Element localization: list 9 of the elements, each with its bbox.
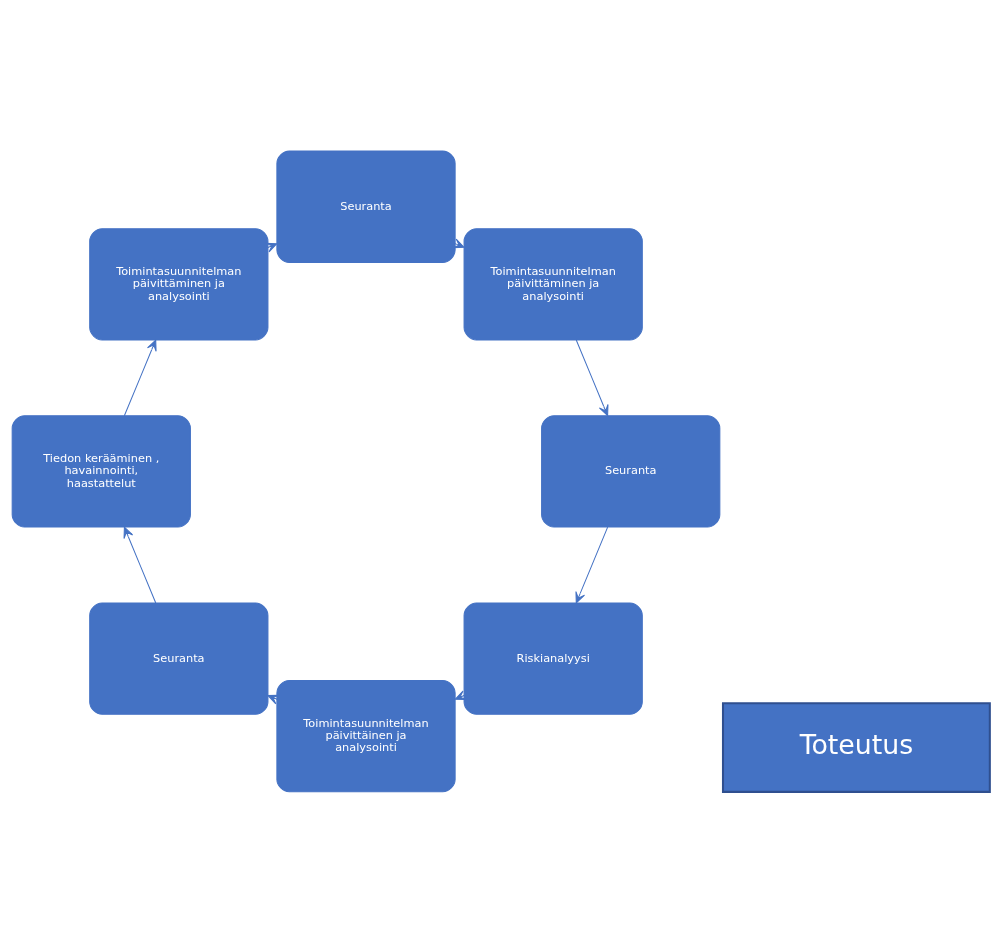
node-box: Toimintasuunnitelman päivittäminen ja analysointi [463,228,643,341]
node-box: Toteutus [721,702,991,793]
arrow [123,526,157,604]
node-box: Tiedon kerääminen , havainnointi, haastattelut [11,415,191,528]
arrow [123,339,157,417]
node-box: Seuranta [541,415,721,528]
arrow [575,339,609,417]
arrow [575,526,609,604]
node-box: Seuranta [89,602,269,715]
